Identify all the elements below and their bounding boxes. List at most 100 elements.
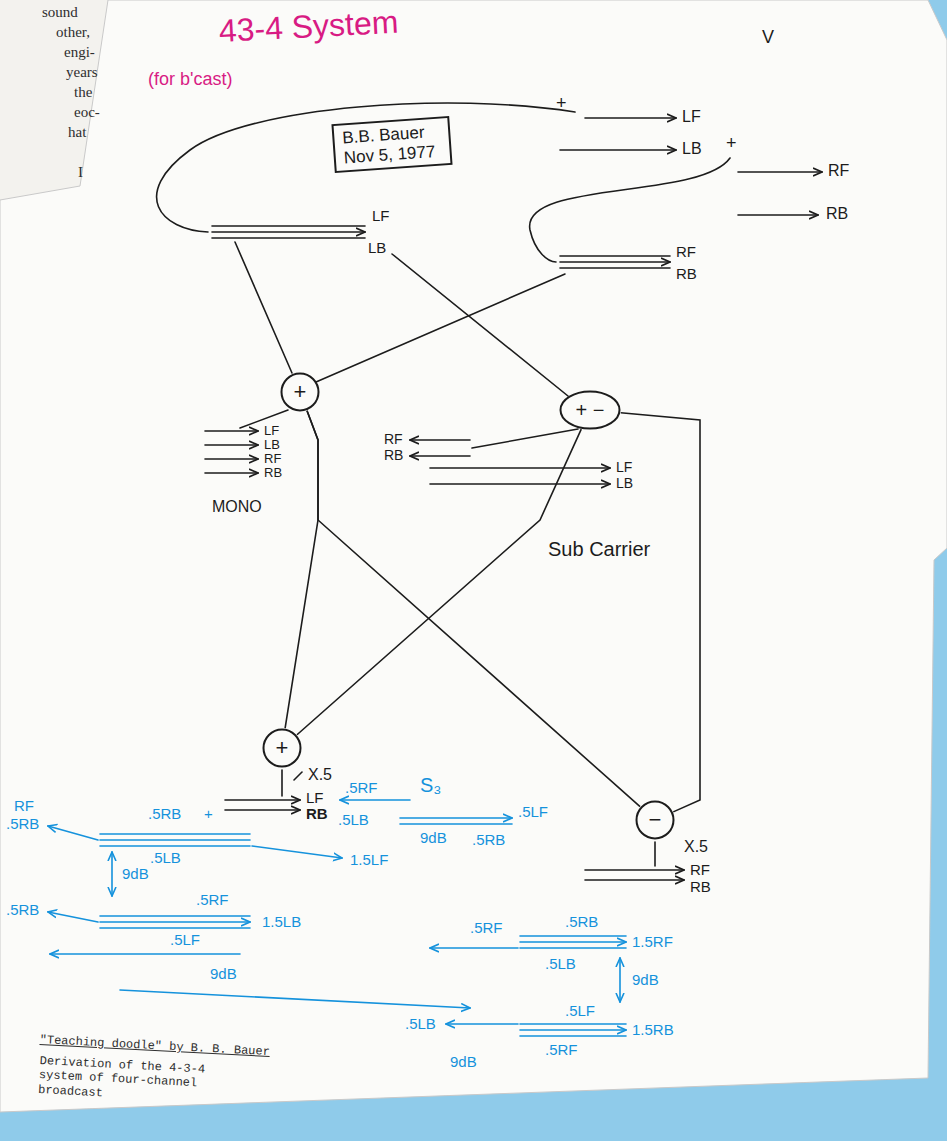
channel-name: LB: [682, 140, 702, 158]
separation-arrow: [120, 990, 470, 1008]
channel-level: 1.5RF: [632, 934, 673, 951]
signal-arrow: [205, 430, 258, 432]
signal-arrow: [430, 483, 610, 485]
paper-sheet: [0, 0, 947, 1112]
signal-arrow: [430, 467, 610, 469]
signal-arrow: [585, 117, 676, 119]
signal-line: [307, 411, 640, 807]
gain-factor: X.5: [684, 838, 708, 856]
signal-arrow: [446, 1023, 518, 1025]
signal-arrow: [560, 261, 670, 263]
leader-line: [392, 254, 568, 396]
page-fragment: engi-: [64, 44, 95, 61]
signal-arrow: [520, 935, 626, 937]
signal-arrow: [212, 225, 365, 227]
channel-level: .5LF: [170, 932, 200, 949]
signal-arrow: [520, 1035, 626, 1037]
signal-arrow: [585, 879, 684, 881]
signal-arrow: [520, 941, 626, 943]
signal-name: MONO: [212, 498, 262, 516]
page-fragment: sound: [42, 4, 78, 21]
node-text: +: [294, 379, 307, 404]
channel-name: RF: [828, 162, 849, 180]
separation-value: 9dB: [210, 966, 237, 983]
channel-name: RB: [306, 806, 328, 823]
node-text: −: [649, 807, 662, 832]
channel-level: .5LB: [545, 956, 576, 973]
signal-arrow: [205, 458, 258, 460]
page-fragment: I: [78, 164, 83, 181]
page-fragment: other,: [56, 24, 90, 41]
channel-name: LF: [306, 790, 324, 807]
channel-name: RB: [264, 466, 282, 480]
channel-level: .5RB: [148, 806, 181, 823]
signal-arrow: [225, 809, 300, 811]
channel-level: 1.5LF: [350, 852, 388, 869]
channel-name: RF: [690, 862, 710, 879]
channel-level: .5LB: [150, 850, 181, 867]
signal-arrow: [410, 455, 470, 457]
channel-name: LF: [682, 108, 701, 126]
signal-arrow: [520, 1023, 626, 1025]
signal-arrow: [212, 231, 365, 233]
plus-sign: +: [726, 134, 737, 154]
channel-name: RF: [384, 432, 403, 447]
plus-sign: +: [556, 94, 567, 114]
gain-tick: [294, 772, 302, 780]
signal-arrow: [560, 149, 676, 151]
signal-arrow: [50, 953, 240, 955]
signal-arrow: [100, 921, 250, 923]
channel-level: .5RB: [6, 902, 39, 919]
node-text: +: [276, 735, 289, 760]
plus-sign: +: [204, 806, 213, 823]
leader-line: [654, 842, 656, 866]
page-fragment: the: [74, 84, 92, 101]
circle-outline: [561, 392, 620, 429]
step-name: S₃: [420, 774, 441, 796]
difference-circle: −: [635, 800, 675, 840]
channel-name: LB: [264, 438, 280, 452]
signal-arrow: [560, 255, 670, 257]
signal-arrow: [340, 799, 410, 801]
channel-name: RF: [264, 452, 281, 466]
signal-arrow: [48, 912, 98, 922]
separation-value: 9dB: [632, 972, 659, 989]
channel-level: .5RB: [472, 832, 505, 849]
signal-arrow: [100, 839, 250, 841]
leader-line: [281, 770, 283, 796]
signal-arrow: [400, 823, 512, 825]
channel-level: .5RB: [6, 816, 39, 833]
signal-arrow: [400, 817, 512, 819]
circle-outline: [282, 374, 319, 411]
channel-name: RB: [384, 448, 403, 463]
channel-level: .5RB: [565, 914, 598, 931]
separation-arrow: [111, 852, 113, 896]
signal-arrow: [100, 833, 250, 835]
signal-arrow: [252, 846, 342, 858]
leader-line: [235, 242, 292, 373]
separation-arrow: [619, 958, 621, 1002]
channel-level: .5LB: [338, 812, 369, 829]
channel-name: LB: [616, 476, 633, 491]
circle-outline: [264, 730, 301, 767]
channel-name: LB: [368, 240, 386, 257]
node-text: + −: [576, 399, 605, 422]
signal-arrow: [100, 915, 250, 917]
channel-level: 1.5LB: [262, 914, 301, 931]
signal-arrow: [585, 869, 684, 871]
channel-name: RB: [826, 205, 848, 223]
separation-value: 9dB: [450, 1054, 477, 1071]
channel-name: LF: [264, 424, 279, 438]
sum-circle: +: [262, 728, 302, 768]
signal-arrow: [48, 826, 98, 840]
routing-curve: [157, 103, 575, 232]
separation-value: 9dB: [122, 866, 149, 883]
channel-name: RF: [676, 244, 696, 261]
channel-level: 1.5RB: [632, 1022, 674, 1039]
channel-name: RB: [690, 879, 711, 896]
check-mark: V: [762, 28, 774, 48]
separation-value: 9dB: [420, 830, 447, 847]
